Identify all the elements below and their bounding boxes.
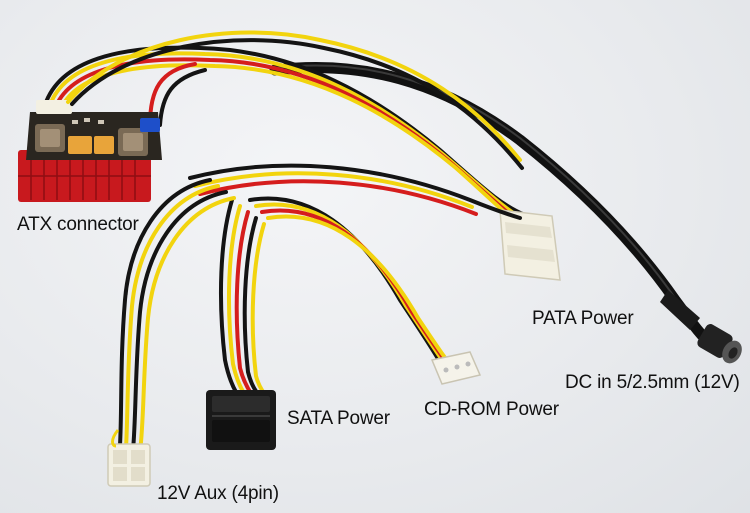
cdrom-connector <box>430 351 482 385</box>
label-12v-aux: 12V Aux (4pin) <box>157 483 279 504</box>
label-dc-in: DC in 5/2.5mm (12V) <box>565 372 740 393</box>
atx-board <box>18 100 162 202</box>
label-atx-connector: ATX connector <box>17 214 139 235</box>
label-sata-power: SATA Power <box>287 408 390 429</box>
sata-connector <box>206 390 276 450</box>
pata-connector <box>499 209 561 281</box>
top-wire-pair <box>66 30 524 170</box>
aux-4pin-connector <box>107 429 151 487</box>
dc-barrel-plug <box>660 290 742 364</box>
middle-wire-bundle <box>118 163 522 454</box>
label-cdrom-power: CD-ROM Power <box>424 399 559 420</box>
dc-input-cable <box>269 62 718 351</box>
label-pata-power: PATA Power <box>532 308 634 329</box>
